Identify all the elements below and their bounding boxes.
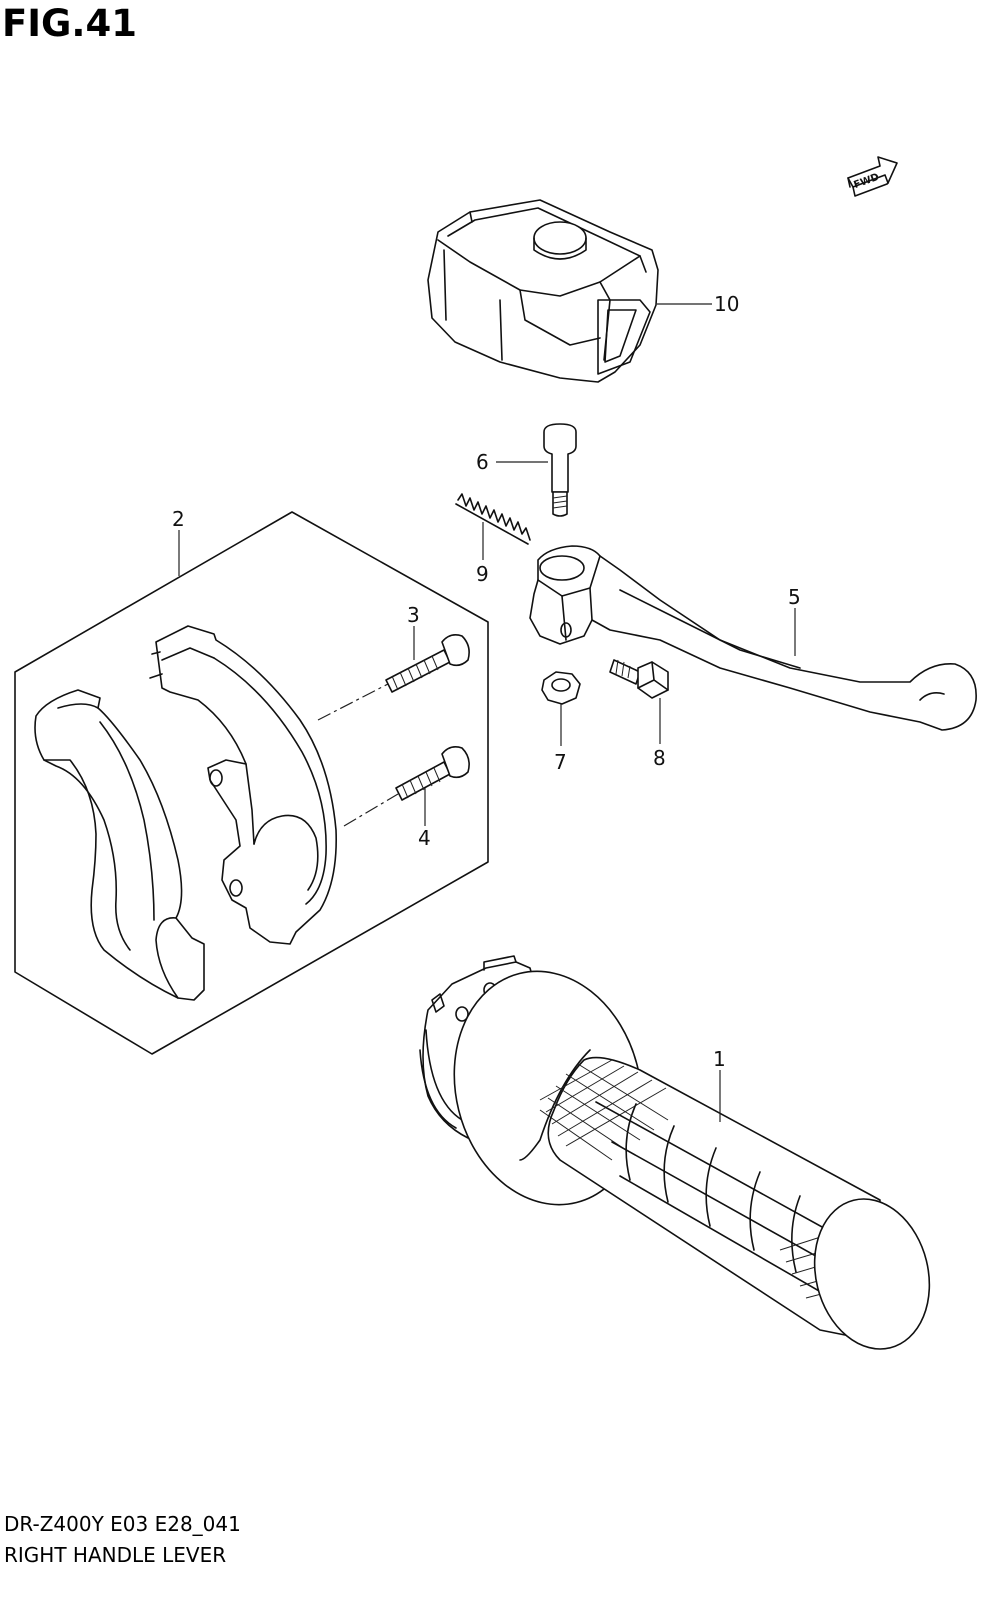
part-1-grip: 1	[419, 955, 931, 1350]
callout-8: 8	[653, 746, 666, 770]
callout-4: 4	[418, 826, 431, 850]
callout-3: 3	[407, 603, 420, 627]
part-5-lever: 5	[529, 545, 977, 731]
callout-10: 10	[714, 292, 739, 316]
figure-caption: RIGHT HANDLE LEVER	[4, 1543, 227, 1567]
part-8-adjust-bolt: 8	[609, 659, 669, 770]
figure-title: FIG.41	[2, 2, 137, 45]
part-3-bolt: 3	[385, 603, 470, 693]
model-code: DR-Z400Y E03 E28_041	[4, 1512, 241, 1536]
part-6-pivot-bolt: 6	[476, 423, 577, 517]
part-10-lever-cover: 10	[427, 199, 739, 383]
forward-arrow-icon: FWD	[847, 156, 898, 197]
callout-2: 2	[172, 507, 185, 531]
callout-9: 9	[476, 562, 489, 586]
callout-7: 7	[554, 750, 567, 774]
part-9-spring: 9	[455, 493, 531, 586]
part-4-bolt: 4	[395, 746, 470, 850]
part-2-holder-set: 2	[14, 507, 489, 1055]
part-7-nut: 7	[541, 671, 581, 774]
callout-6: 6	[476, 450, 489, 474]
callout-1: 1	[713, 1047, 726, 1071]
figure-footer: DR-Z400Y E03 E28_041 RIGHT HANDLE LEVER	[4, 1509, 241, 1571]
callout-5: 5	[788, 585, 801, 609]
